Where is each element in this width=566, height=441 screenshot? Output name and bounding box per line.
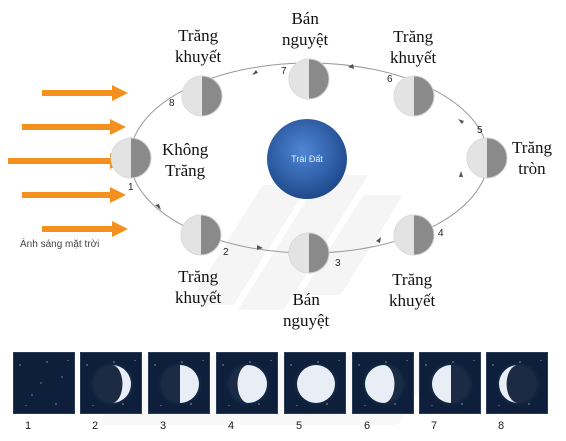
position-number: 2: [223, 247, 229, 258]
moon-photo-number: 4: [228, 420, 235, 432]
phase-label-8: Trăng khuyết: [175, 26, 222, 66]
position-number: 3: [335, 258, 341, 269]
sunlight-arrow: [42, 85, 128, 101]
phase-label-2: Trăng khuyết: [175, 267, 222, 307]
orbit-direction-arrows: [155, 64, 464, 250]
phase-label-3: Bán nguyệt: [283, 290, 330, 330]
moon-photo-3: [148, 352, 210, 414]
moon-photo-number: 6: [364, 420, 371, 432]
moon-7: [288, 58, 330, 100]
moon-photo-7: [419, 352, 481, 414]
moon-photo-number: 1: [25, 420, 32, 432]
position-number: 1: [128, 182, 134, 193]
position-number: 6: [387, 74, 393, 85]
phase-label-1: Không Trăng: [162, 140, 209, 180]
moon-photo-number: 3: [160, 420, 167, 432]
moon-6: [393, 75, 435, 117]
moon-photo-2: [80, 352, 142, 414]
sunlight-arrow: [8, 153, 126, 169]
moon-photo-number: 8: [498, 420, 505, 432]
moon-1: [110, 137, 152, 179]
moon-photo-1: [13, 352, 75, 414]
moon-photo-5: [284, 352, 346, 414]
moon-photo-6: [352, 352, 414, 414]
moon-3: [288, 232, 330, 274]
sunlight-arrow: [22, 187, 126, 203]
moon-5: [466, 137, 508, 179]
position-number: 5: [477, 125, 483, 136]
phase-label-4: Trăng khuyết: [389, 270, 436, 310]
moon-photo-8: [486, 352, 548, 414]
phase-label-6: Trăng khuyết: [390, 27, 437, 67]
moon-4: [393, 214, 435, 256]
orbit-diagram: Trái Đất: [8, 58, 508, 274]
position-number: 7: [281, 66, 287, 77]
moon-2: [180, 214, 222, 256]
position-number: 8: [169, 98, 175, 109]
moon-photo-4: [216, 352, 278, 414]
moon-photo-number: 7: [431, 420, 438, 432]
sunlight-arrow: [42, 221, 128, 237]
moon-photo-number: 5: [296, 420, 303, 432]
earth-label: Trái Đất: [291, 154, 323, 164]
sunlight-arrows: [8, 85, 128, 237]
moon-photo-number: 2: [92, 420, 99, 432]
sunlight-label: Ánh sáng mặt trời: [20, 239, 100, 250]
moon-8: [181, 75, 223, 117]
sunlight-arrow: [22, 119, 126, 135]
earth: [267, 119, 347, 199]
position-number: 4: [438, 228, 444, 239]
phase-label-7: Bán nguyệt: [282, 9, 329, 49]
phase-label-5: Trăng tròn: [512, 138, 552, 178]
